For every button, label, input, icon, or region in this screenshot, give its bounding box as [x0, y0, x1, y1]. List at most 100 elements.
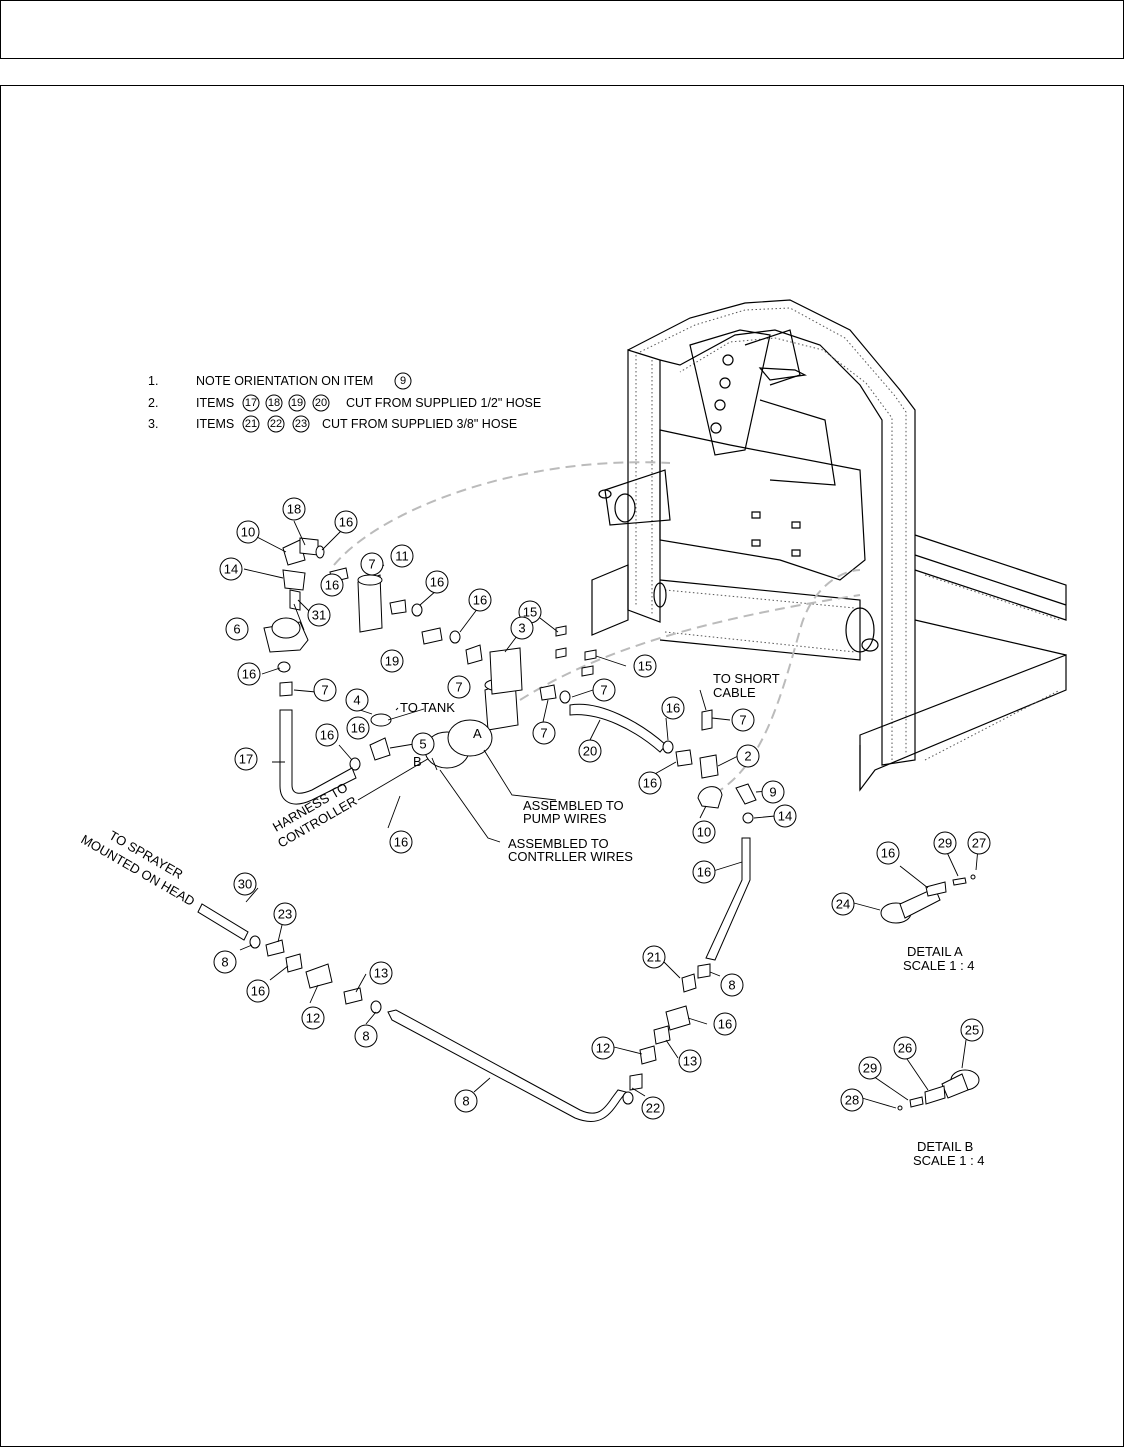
- callout-number: 15: [638, 659, 652, 674]
- callout-circle: [876, 841, 900, 865]
- callout-17: 17: [234, 747, 258, 771]
- part-fitting-7b: [279, 681, 293, 697]
- callout-circle: [692, 860, 716, 884]
- callout-9: 9: [761, 780, 785, 804]
- callout-circle: [468, 588, 492, 612]
- callout-12: 12: [301, 1006, 325, 1030]
- callout-3: 3: [510, 616, 534, 640]
- callout-number: 16: [697, 865, 711, 880]
- label-detail-a: DETAIL A: [907, 944, 963, 959]
- callout-circle: [678, 1049, 702, 1073]
- part-clamp-16l: [697, 963, 711, 979]
- note-2-number: 2.: [148, 396, 158, 410]
- part-clamp-16c: [411, 603, 423, 617]
- callout-circle: [642, 945, 666, 969]
- callout-16: 16: [334, 510, 358, 534]
- callout-11: 11: [390, 544, 414, 568]
- callout-circle: [236, 520, 260, 544]
- part-clamp-16h: [349, 757, 361, 771]
- callout-26: 26: [893, 1036, 917, 1060]
- label-letter-b: B: [413, 754, 422, 769]
- note-2-item-c: 19: [291, 397, 303, 409]
- callout-10: 10: [692, 820, 716, 844]
- callout-number: 20: [583, 744, 597, 759]
- callout-6: 6: [225, 617, 249, 641]
- callout-28: 28: [840, 1088, 864, 1112]
- note-3-item-circle: [292, 415, 310, 433]
- callout-circle: [233, 872, 257, 896]
- callout-12: 12: [591, 1036, 615, 1060]
- callout-circle: [219, 557, 243, 581]
- callout-number: 7: [368, 557, 375, 572]
- callout-number: 7: [540, 726, 547, 741]
- callout-number: 29: [938, 836, 952, 851]
- callout-number: 11: [395, 549, 409, 564]
- callout-number: 16: [643, 776, 657, 791]
- part-fitting-12b: [653, 1025, 671, 1045]
- callout-number: 9: [769, 785, 776, 800]
- part-hose-17: [279, 709, 357, 805]
- part-clamp-16a: [315, 545, 325, 559]
- mounting-frame: [591, 299, 1067, 792]
- callout-number: 14: [224, 562, 238, 577]
- callout-number: 10: [697, 825, 711, 840]
- callout-number: 18: [287, 502, 301, 517]
- callout-circle: [454, 1089, 478, 1113]
- callout-29: 29: [858, 1056, 882, 1080]
- callout-15: 15: [518, 600, 542, 624]
- callout-number: 26: [898, 1041, 912, 1056]
- callout-number: 16: [251, 984, 265, 999]
- callout-circle: [234, 747, 258, 771]
- callout-7: 7: [447, 675, 471, 699]
- part-elbow-5: [369, 737, 391, 761]
- part-clamp-16f: [662, 740, 674, 754]
- callout-circle: [960, 1018, 984, 1042]
- part-bracket-14b: [697, 786, 723, 809]
- callout-circle: [425, 570, 449, 594]
- label-letter-a: A: [473, 726, 482, 741]
- callout-circle: [840, 1088, 864, 1112]
- callout-circle: [346, 716, 370, 740]
- part-fitting-7d: [465, 644, 483, 665]
- callout-circle: [389, 830, 413, 854]
- part-fitting-8a: [265, 939, 285, 957]
- label-pump-wires-1: ASSEMBLED TO: [523, 798, 624, 813]
- callout-circle: [720, 973, 744, 997]
- detail-a-part-24: [970, 874, 976, 880]
- callout-circle: [967, 831, 991, 855]
- callout-circle: [933, 831, 957, 855]
- callout-24: 24: [831, 892, 855, 916]
- callout-number: 28: [845, 1093, 859, 1108]
- callout-7: 7: [592, 678, 616, 702]
- callout-number: 24: [836, 897, 850, 912]
- callout-number: 16: [325, 578, 339, 593]
- callout-circle: [592, 678, 616, 702]
- note-3-item-c: 23: [295, 418, 307, 430]
- callout-4: 4: [345, 688, 369, 712]
- callout-circle: [213, 950, 237, 974]
- callout-10: 10: [236, 520, 260, 544]
- callout-circle: [246, 979, 270, 1003]
- callout-circle: [641, 1096, 665, 1120]
- callout-number: 23: [278, 907, 292, 922]
- callout-circle: [334, 510, 358, 534]
- callout-circle: [591, 1036, 615, 1060]
- callout-circle: [307, 603, 331, 627]
- callout-circle: [447, 675, 471, 699]
- callout-20: 20: [578, 739, 602, 763]
- note-3-item-a: 21: [245, 418, 257, 430]
- callout-16: 16: [692, 860, 716, 884]
- part-clamp-16k: [622, 1091, 634, 1105]
- part-bracket-14a: [282, 569, 306, 591]
- callout-circle: [893, 1036, 917, 1060]
- part-bracket-31: [289, 589, 301, 611]
- part-clamp-16d: [449, 630, 461, 644]
- label-pump-wires-2: PUMP WIRES: [523, 811, 607, 826]
- callout-circle: [578, 739, 602, 763]
- callout-16: 16: [638, 771, 662, 795]
- callout-16: 16: [425, 570, 449, 594]
- part-fitting-12a: [285, 953, 303, 973]
- callout-16: 16: [713, 1012, 737, 1036]
- callout-number: 12: [596, 1041, 610, 1056]
- callout-13: 13: [369, 961, 393, 985]
